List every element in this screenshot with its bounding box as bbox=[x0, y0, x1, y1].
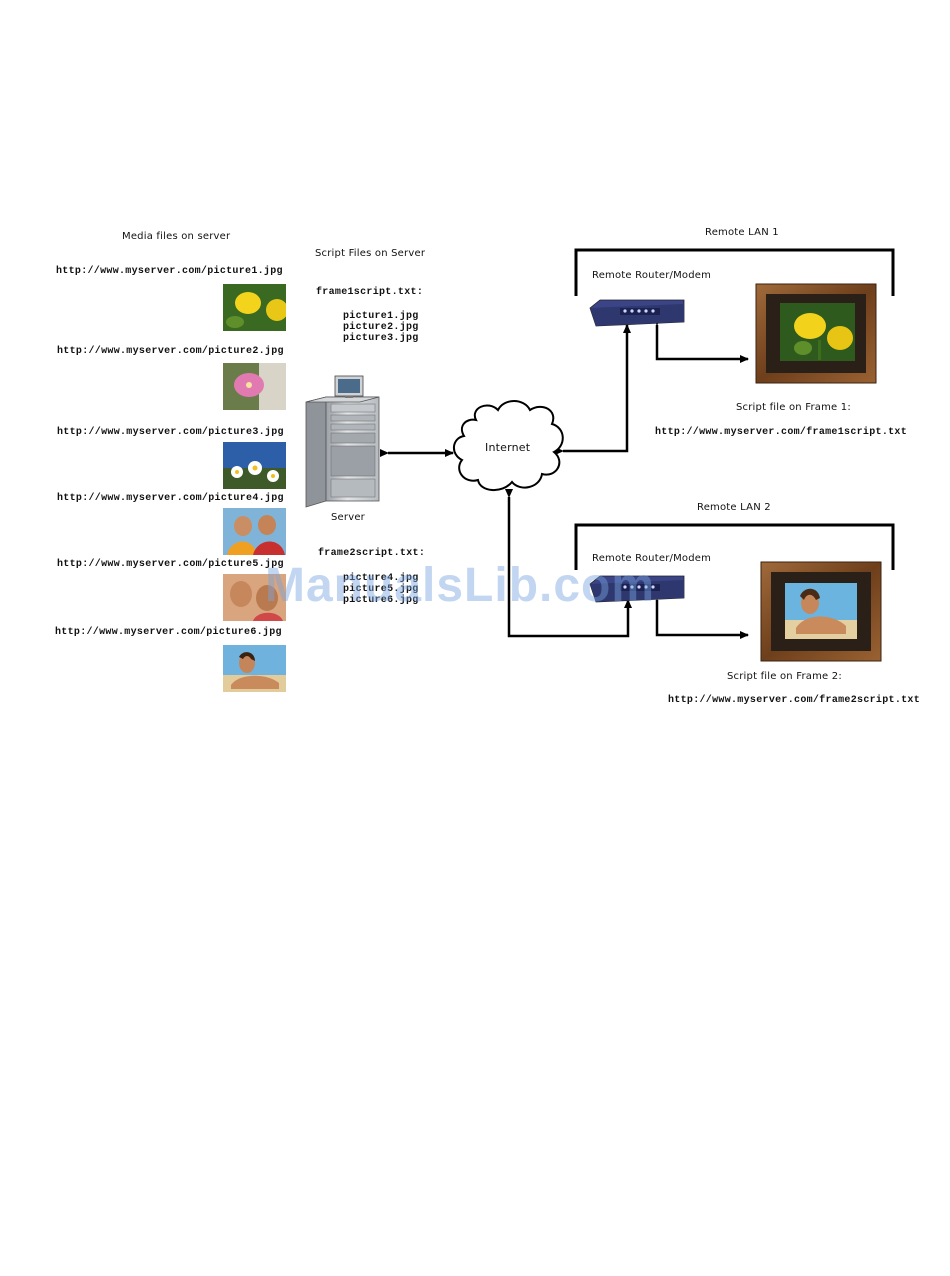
picture1-thumbnail bbox=[223, 284, 286, 331]
lan1-script-url: http://www.myserver.com/frame1script.txt bbox=[655, 427, 908, 438]
server-icon bbox=[305, 375, 380, 508]
internet-label: Internet bbox=[485, 441, 531, 454]
frame1-script-contents: picture1.jpg picture2.jpg picture3.jpg bbox=[343, 311, 419, 344]
lan2-script-caption: Script file on Frame 2: bbox=[727, 671, 842, 682]
router2-icon bbox=[589, 575, 685, 603]
lan1-script-caption: Script file on Frame 1: bbox=[736, 402, 851, 413]
picture3-thumbnail bbox=[223, 442, 286, 489]
media-file-url: http://www.myserver.com/picture4.jpg bbox=[57, 493, 284, 504]
frame2-script-contents: picture4.jpg picture5.jpg picture6.jpg bbox=[343, 573, 419, 606]
picture4-thumbnail bbox=[223, 508, 286, 555]
photo-frame-2 bbox=[760, 561, 882, 662]
media-files-heading: Media files on server bbox=[122, 231, 231, 242]
frame2-script-name: frame2script.txt: bbox=[318, 548, 426, 559]
script-line: picture5.jpg bbox=[343, 584, 419, 595]
lan1-title: Remote LAN 1 bbox=[705, 227, 779, 238]
media-file-url: http://www.myserver.com/picture5.jpg bbox=[57, 559, 284, 570]
photo-frame-1 bbox=[755, 283, 877, 384]
router1-icon bbox=[589, 299, 685, 327]
script-line: picture1.jpg bbox=[343, 311, 419, 322]
frame1-script-name: frame1script.txt: bbox=[316, 287, 424, 298]
lan2-title: Remote LAN 2 bbox=[697, 502, 771, 513]
media-file-url: http://www.myserver.com/picture2.jpg bbox=[57, 346, 284, 357]
server-label: Server bbox=[331, 512, 365, 523]
arrow-router1-frame1 bbox=[653, 317, 749, 363]
arrow-internet-router1 bbox=[555, 324, 631, 455]
script-line: picture6.jpg bbox=[343, 595, 419, 606]
picture2-thumbnail bbox=[223, 363, 286, 410]
script-files-heading: Script Files on Server bbox=[315, 248, 426, 259]
picture6-thumbnail bbox=[223, 645, 286, 692]
script-line: picture4.jpg bbox=[343, 573, 419, 584]
media-file-url: http://www.myserver.com/picture6.jpg bbox=[55, 627, 282, 638]
picture5-thumbnail bbox=[223, 574, 286, 621]
script-line: picture2.jpg bbox=[343, 322, 419, 333]
lan1-router-label: Remote Router/Modem bbox=[592, 270, 712, 281]
lan2-router-label: Remote Router/Modem bbox=[592, 553, 712, 564]
watermark-text: ManualsLib.com bbox=[265, 559, 656, 612]
media-file-url: http://www.myserver.com/picture3.jpg bbox=[57, 427, 284, 438]
arrow-internet-router2 bbox=[505, 489, 632, 638]
script-line: picture3.jpg bbox=[343, 333, 419, 344]
media-file-url: http://www.myserver.com/picture1.jpg bbox=[56, 266, 283, 277]
lan2-script-url: http://www.myserver.com/frame2script.txt bbox=[668, 695, 921, 706]
arrow-router2-frame2 bbox=[653, 592, 749, 639]
lan1-bracket bbox=[574, 248, 895, 296]
internet-cloud bbox=[453, 400, 564, 491]
